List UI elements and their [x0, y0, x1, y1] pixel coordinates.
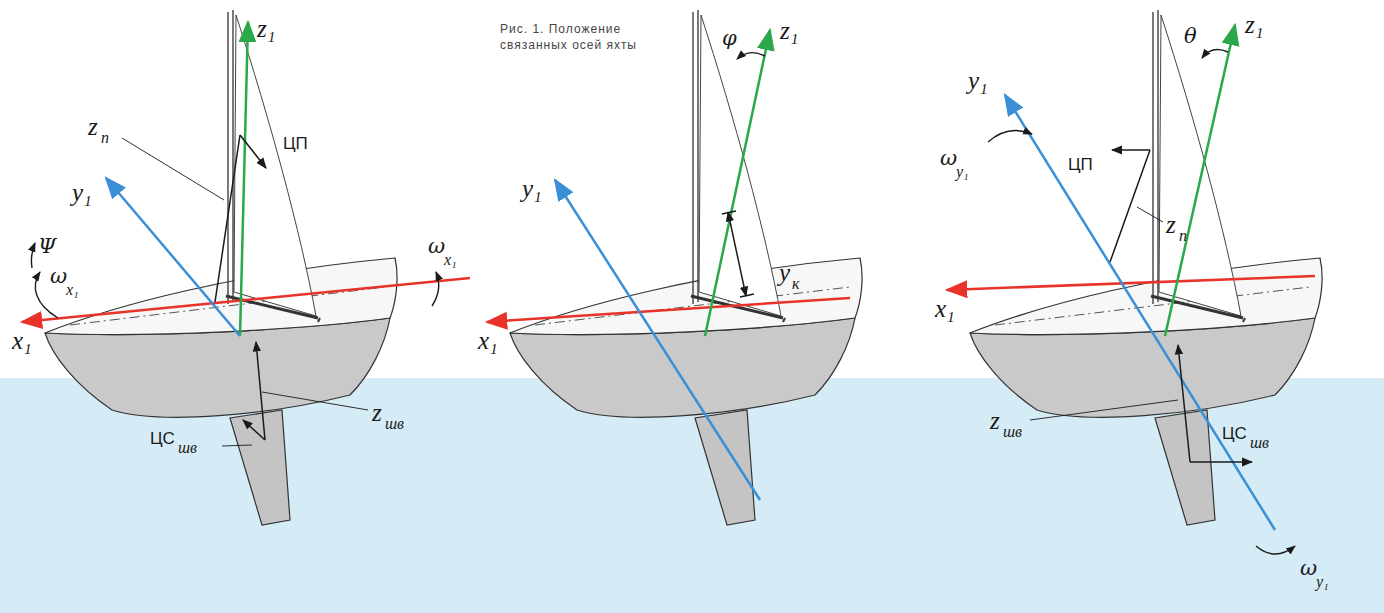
axis-label: y₁ — [72, 180, 92, 205]
axis-label: x₁ — [478, 328, 498, 353]
axis-label: y₁ — [968, 68, 988, 93]
angle-label: ω — [50, 266, 67, 287]
axis-label: x₁ — [12, 328, 32, 353]
axis-label: y — [779, 260, 790, 285]
point-label: ЦС — [150, 430, 175, 447]
point-label: ЦС — [1222, 425, 1247, 442]
subscript-label: шв — [1250, 435, 1269, 451]
axis-label: z₁ — [257, 16, 275, 41]
subscript-label: x₁ — [66, 282, 79, 298]
subscript-label: шв — [178, 440, 197, 456]
subscript-label: шв — [385, 416, 404, 432]
subscript-label: y₁ — [1316, 574, 1329, 590]
axis-label: z₁ — [780, 18, 798, 43]
point-label: ЦП — [283, 135, 308, 152]
axis-label: z₁ — [1245, 12, 1263, 37]
angle-label: ω — [1300, 558, 1317, 579]
point-label: ЦП — [1068, 156, 1093, 173]
angle-label: ω — [428, 236, 445, 257]
subscript-label: x₁ — [444, 252, 457, 268]
angle-label: φ — [722, 28, 737, 49]
angle-label: θ — [1184, 26, 1197, 47]
figure-caption: Рис. 1. Положение связанных осей яхты — [500, 22, 660, 53]
subscript-label: п — [1179, 228, 1187, 244]
subscript-label: y₁ — [956, 164, 969, 180]
angle-label: Ψ — [38, 236, 56, 257]
subscript-label: шв — [1003, 424, 1022, 440]
angle-label: ω — [940, 148, 957, 169]
axis-label: z — [1166, 212, 1176, 237]
axis-label: z — [88, 114, 98, 139]
subscript-label: к — [792, 276, 799, 292]
axis-label: x₁ — [935, 296, 955, 321]
axis-label: y₁ — [522, 176, 542, 201]
subscript-label: п — [101, 130, 109, 146]
axis-label: z — [990, 408, 1000, 433]
axis-label: z — [372, 400, 382, 425]
